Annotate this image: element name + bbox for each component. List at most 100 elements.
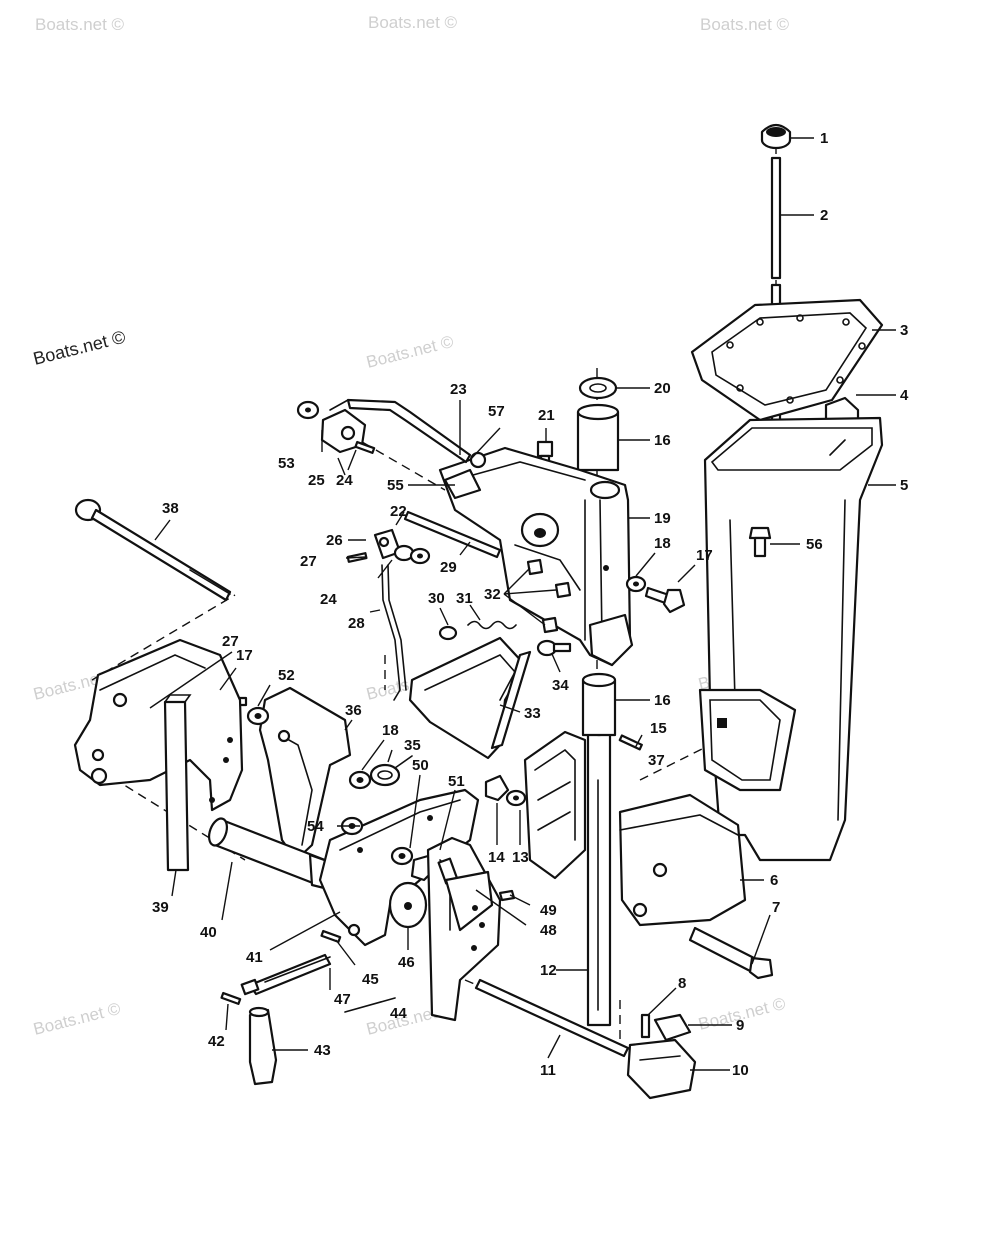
- gasket-part-3: [690, 298, 884, 422]
- pin-part-24-top: [354, 440, 376, 454]
- callout-36: 36: [345, 702, 362, 719]
- watermark: Boats.net ©: [368, 13, 458, 32]
- clip-part-9: [653, 1013, 692, 1042]
- callout-20: 20: [654, 380, 671, 397]
- washer-part-18-right: [625, 575, 647, 593]
- callout-19: 19: [654, 510, 671, 527]
- knob-part-43: [248, 1006, 278, 1086]
- link-rod-part-28: [381, 564, 407, 701]
- callout-37: 37: [648, 752, 665, 769]
- pin-part-45: [320, 929, 342, 943]
- pin-part-29: [403, 510, 502, 559]
- swivel-bracket-part-19: [438, 446, 634, 667]
- callout-50: 50: [412, 757, 429, 774]
- watermark: Boats.net ©: [364, 332, 455, 372]
- callout-35: 35: [404, 737, 421, 754]
- callout-18-left: 18: [382, 722, 399, 739]
- bolt-part-17-right: [644, 586, 686, 614]
- transom-bracket-part-27: [73, 638, 244, 812]
- callout-43: 43: [314, 1042, 331, 1059]
- pin-part-8: [640, 1013, 651, 1039]
- callout-26: 26: [326, 532, 343, 549]
- swivel-body-part-37: [523, 730, 587, 880]
- callout-16-lower: 16: [654, 692, 671, 709]
- callout-3: 3: [900, 322, 908, 339]
- callout-55: 55: [387, 477, 404, 494]
- lever-rod-part-23: [329, 398, 472, 464]
- bar-part-39: [163, 694, 192, 872]
- callout-17-left: 17: [236, 647, 253, 664]
- callout-21: 21: [538, 407, 555, 424]
- disc-part-46: [388, 881, 428, 929]
- callout-22: 22: [390, 503, 407, 520]
- callout-18-right: 18: [654, 535, 671, 552]
- nut-part-14: [484, 774, 510, 802]
- callout-46: 46: [398, 954, 415, 971]
- plate-part-48: [444, 870, 494, 951]
- callout-39: 39: [152, 899, 169, 916]
- grommet-part-1: [760, 123, 792, 150]
- callout-51: 51: [448, 773, 465, 790]
- callout-14: 14: [488, 849, 505, 866]
- callout-54: 54: [307, 818, 324, 835]
- callout-15: 15: [650, 720, 667, 737]
- washer-part-18-left: [348, 770, 372, 790]
- fitting-part-34: [536, 639, 572, 657]
- threaded-rod-part-47: [240, 953, 332, 996]
- callout-24-mid: 24: [320, 591, 337, 608]
- callout-23: 23: [450, 381, 467, 398]
- callout-13: 13: [512, 849, 529, 866]
- washer-part-53: [296, 400, 320, 420]
- latch-part-33: [408, 636, 532, 760]
- callout-34: 34: [552, 677, 569, 694]
- nut-part-57: [469, 451, 487, 469]
- callout-30: 30: [428, 590, 445, 607]
- callout-labels: 1 2 3 4 5 6 7 8 9 10 11 12 13 14 15 16 1…: [152, 130, 909, 1079]
- callout-7: 7: [772, 899, 780, 916]
- callout-24-top: 24: [336, 472, 353, 489]
- bracket-part-6: [618, 793, 747, 927]
- callout-52: 52: [278, 667, 295, 684]
- watermark: Boats.net ©: [700, 15, 790, 34]
- watermark: Boats.net ©: [35, 15, 125, 34]
- callout-42: 42: [208, 1033, 225, 1050]
- callout-38: 38: [162, 500, 179, 517]
- spring-part-31: [467, 620, 517, 630]
- callout-17-right: 17: [696, 547, 713, 564]
- callout-6: 6: [770, 872, 778, 889]
- callout-49: 49: [540, 902, 557, 919]
- callout-33: 33: [524, 705, 541, 722]
- callout-53: 53: [278, 455, 295, 472]
- bolt-part-56: [748, 526, 772, 558]
- swivel-tube-part-12: [586, 723, 612, 1027]
- callout-11: 11: [540, 1062, 556, 1079]
- callout-29: 29: [440, 559, 457, 576]
- callout-27-large: 27: [222, 633, 239, 650]
- callout-8: 8: [678, 975, 686, 992]
- callout-5: 5: [900, 477, 908, 494]
- pin-part-42: [220, 991, 242, 1005]
- watermark: Boats.net ©: [31, 999, 122, 1039]
- leader-lines: [149, 137, 896, 1071]
- callout-28: 28: [348, 615, 365, 632]
- lock-part-30: [438, 625, 458, 641]
- washer-part-13: [505, 789, 527, 807]
- callout-32: 32: [484, 586, 501, 603]
- callout-1: 1: [820, 130, 828, 147]
- grease-fitting-part-32: [526, 558, 572, 634]
- washer-part-20: [578, 376, 618, 400]
- callout-56: 56: [806, 536, 823, 553]
- bracket-part-10: [626, 1038, 697, 1100]
- washer-part-22: [409, 547, 431, 565]
- callout-10: 10: [732, 1062, 749, 1079]
- callout-31: 31: [456, 590, 473, 607]
- callout-44: 44: [390, 1005, 407, 1022]
- spring-part-35: [369, 755, 413, 787]
- callout-41: 41: [246, 949, 263, 966]
- callout-48: 48: [540, 922, 557, 939]
- callout-4: 4: [900, 387, 909, 404]
- bushing-part-16-lower: [581, 672, 617, 737]
- bolt-part-38: [74, 498, 232, 602]
